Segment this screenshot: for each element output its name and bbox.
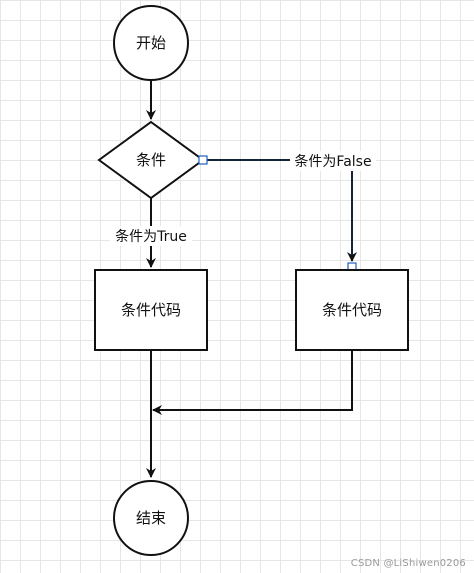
- false-block-node[interactable]: [295, 269, 409, 351]
- edge-false[interactable]: [203, 159, 357, 262]
- edge-false-start-handle[interactable]: [198, 155, 208, 165]
- watermark: CSDN @LiShiwen0206: [350, 558, 466, 569]
- end-node[interactable]: [113, 480, 189, 556]
- edge-false-highlight: [207, 159, 353, 255]
- true-block-label: 条件代码: [121, 301, 181, 319]
- end-node-label: 结束: [136, 509, 166, 527]
- true-block-node[interactable]: [94, 269, 208, 351]
- edge-false-merge: [152, 350, 353, 415]
- edge-false-label: 条件为False: [294, 153, 371, 170]
- edge-false-label-bg: [290, 151, 376, 171]
- edge-true-label-bg: [110, 226, 192, 246]
- false-block-label: 条件代码: [322, 301, 382, 319]
- start-node-label: 开始: [136, 34, 166, 52]
- condition-node-label: 条件: [136, 151, 166, 169]
- edge-true-label: 条件为True: [115, 228, 187, 245]
